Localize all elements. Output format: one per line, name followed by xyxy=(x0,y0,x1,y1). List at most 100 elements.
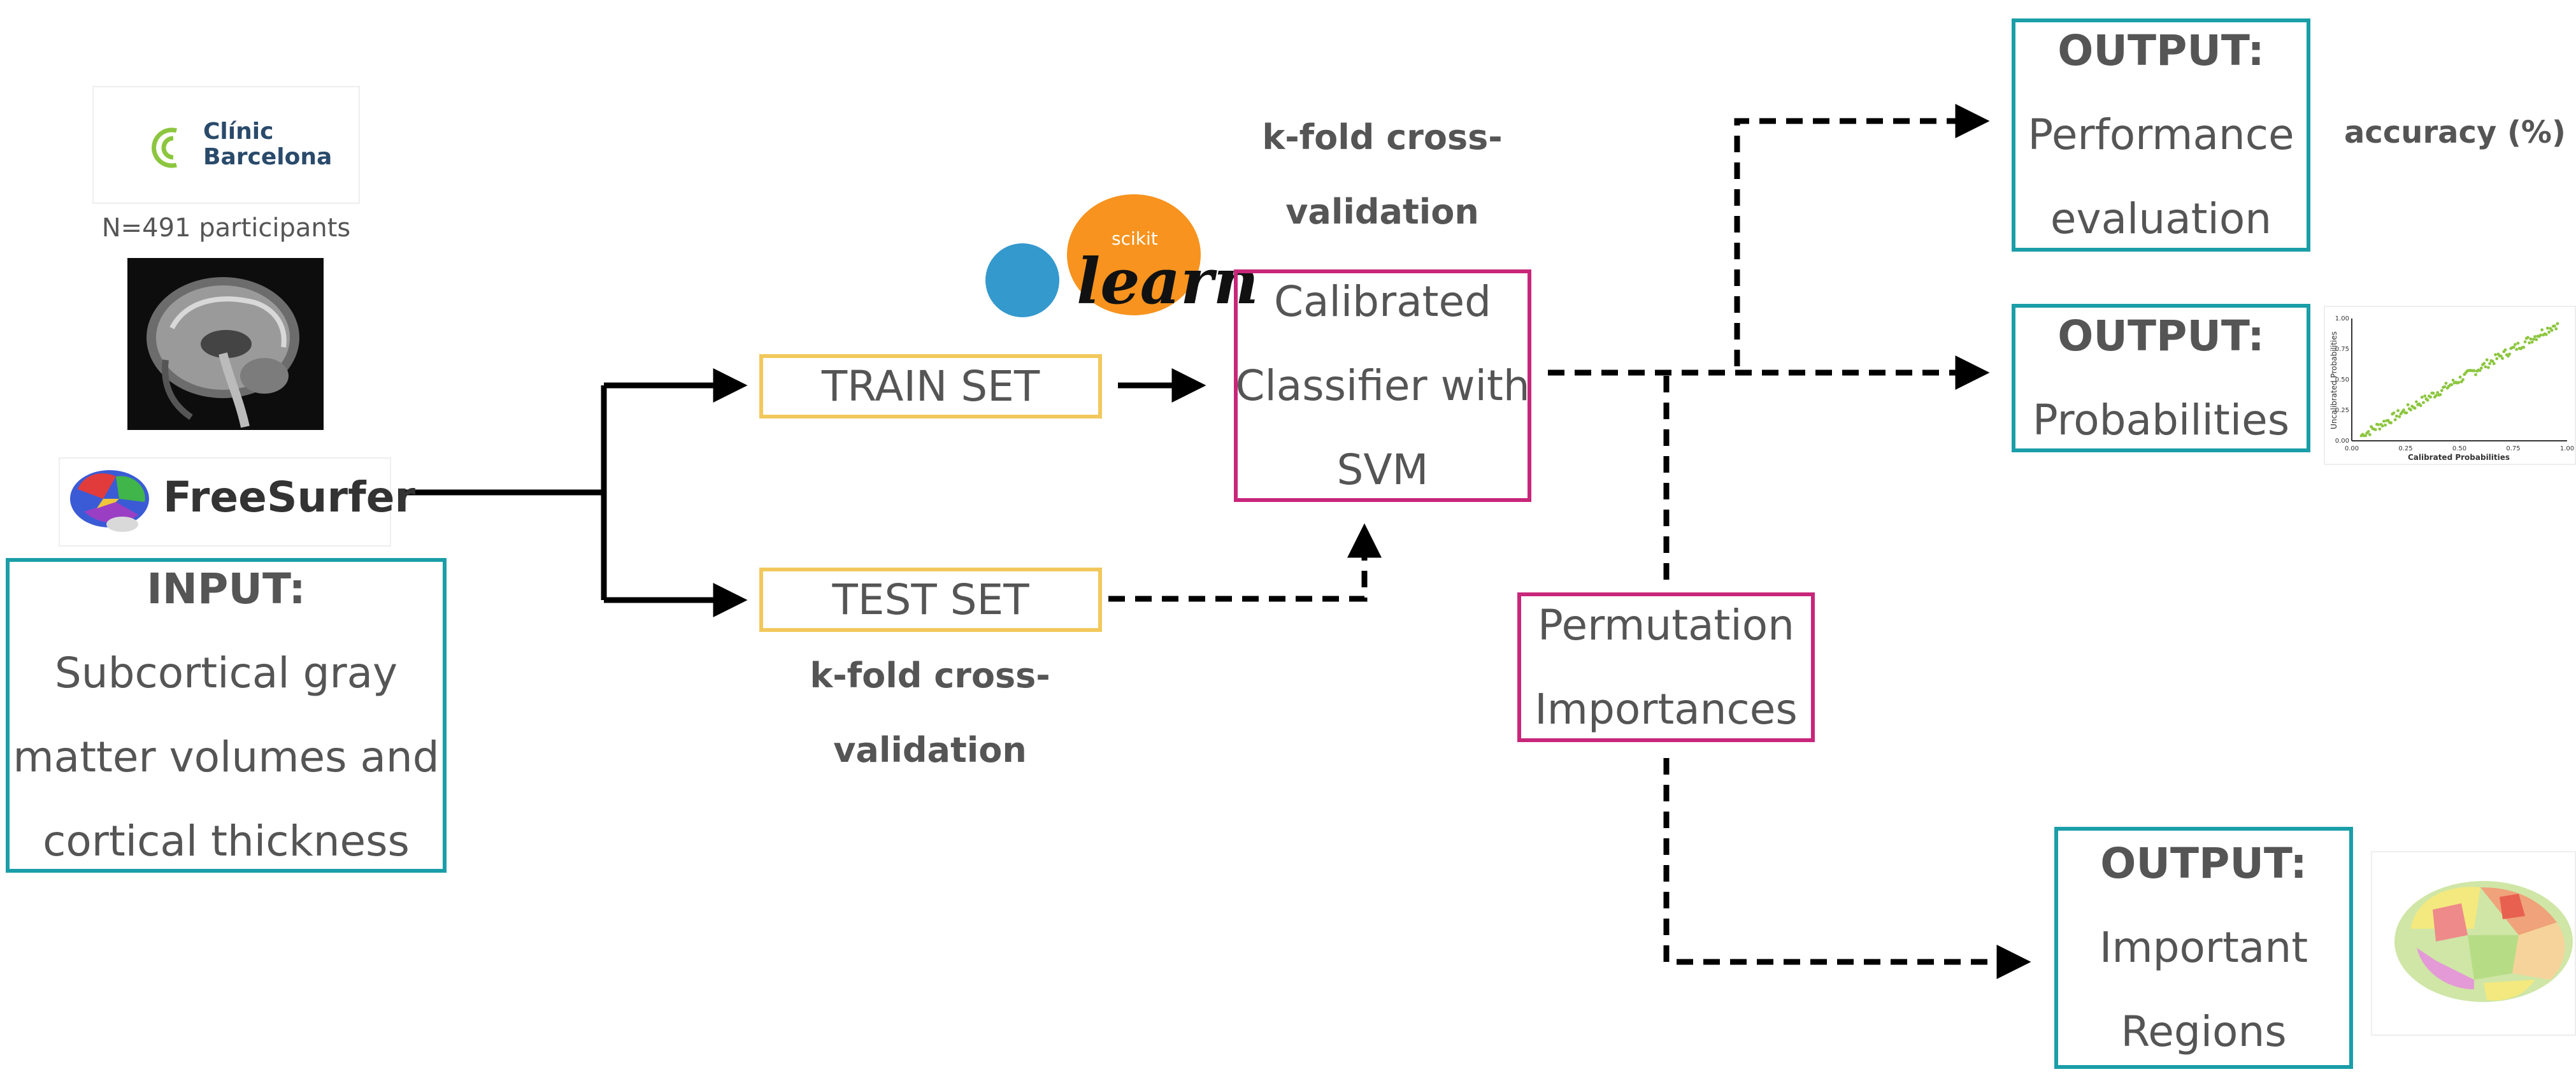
calibration-point xyxy=(2526,336,2529,340)
calibration-point xyxy=(2547,331,2551,334)
permutation-line-2: Importances xyxy=(1535,684,1798,734)
calibration-point xyxy=(2423,394,2427,398)
calibration-point xyxy=(2479,366,2483,370)
calibration-x-tick-label: 0.25 xyxy=(2398,445,2412,452)
input-heading: INPUT: xyxy=(147,564,306,613)
calibration-point xyxy=(2529,337,2533,341)
calibration-x-tick-label: 0.00 xyxy=(2345,445,2359,452)
kfold-label-bottom: k-fold cross- validation xyxy=(739,638,1121,787)
input-box: INPUT: Subcortical gray matter volumes a… xyxy=(6,558,447,873)
permutation-importances-box: Permutation Importances xyxy=(1517,592,1815,742)
train-set-box: TRAIN SET xyxy=(759,354,1102,419)
calibration-point xyxy=(2444,382,2448,385)
permutation-line-1: Permutation xyxy=(1538,600,1794,650)
calibration-point xyxy=(2501,357,2504,361)
calibration-point xyxy=(2478,369,2482,373)
calibration-point xyxy=(2435,394,2438,397)
calibration-plot: Uncalibrated Probabilities Calibrated Pr… xyxy=(2324,306,2576,465)
calibration-y-tick-label: 0.75 xyxy=(2335,346,2349,353)
kfold-top-line-1: k-fold cross- xyxy=(1262,117,1503,157)
participants-label: N=491 participants xyxy=(101,213,351,243)
calibration-point xyxy=(2402,408,2405,412)
calibration-point xyxy=(2458,375,2462,379)
calibration-point xyxy=(2364,434,2368,438)
calibration-point xyxy=(2406,403,2410,406)
calibration-y-tick-label: 0.50 xyxy=(2335,376,2349,383)
calibration-y-tick-label: 0.25 xyxy=(2335,407,2349,414)
calibration-y-tick-label: 0.00 xyxy=(2335,438,2349,445)
test-set-label: TEST SET xyxy=(832,575,1029,624)
calibration-point xyxy=(2384,423,2387,427)
clinic-logo-icon xyxy=(152,127,177,168)
freesurfer-text: FreeSurfer xyxy=(163,473,416,522)
calibration-point xyxy=(2516,341,2520,345)
calibration-point xyxy=(2474,373,2477,376)
calibration-point xyxy=(2409,408,2412,412)
calibration-point xyxy=(2494,353,2497,357)
calibration-ylabel: Uncalibrated Probabilities xyxy=(2329,331,2338,429)
calibration-point xyxy=(2396,409,2400,413)
calibration-point xyxy=(2546,326,2549,330)
calibration-point xyxy=(2528,341,2531,345)
freesurfer-logo: FreeSurfer xyxy=(59,457,415,547)
output-performance-heading: OUTPUT: xyxy=(2057,26,2265,75)
classifier-line-1: Calibrated xyxy=(1273,276,1492,326)
calibration-y-ticks: 0.000.250.500.751.00 xyxy=(2335,315,2349,445)
calibration-point xyxy=(2377,423,2380,426)
calibration-points xyxy=(2359,322,2559,438)
calibration-point xyxy=(2485,358,2489,362)
calibration-point xyxy=(2420,396,2424,399)
output-probabilities-heading: OUTPUT: xyxy=(2057,311,2265,361)
calibration-point xyxy=(2550,329,2554,332)
calibration-point xyxy=(2392,411,2396,415)
calibration-point xyxy=(2451,378,2455,382)
output-probabilities-line-1: Probabilities xyxy=(2032,395,2290,445)
arrow-to-performance xyxy=(1734,104,1990,366)
output-performance-box: OUTPUT: Performance evaluation xyxy=(2012,18,2310,252)
output-regions-heading: OUTPUT: xyxy=(2100,839,2307,888)
calibration-point xyxy=(2429,395,2432,399)
calibration-point xyxy=(2373,427,2377,431)
calibration-x-tick-label: 0.75 xyxy=(2506,445,2520,452)
output-performance-line-2: evaluation xyxy=(2050,194,2272,243)
calibration-point xyxy=(2492,362,2496,366)
calibration-point xyxy=(2450,383,2454,387)
calibration-point xyxy=(2366,430,2370,433)
calibration-point xyxy=(2530,340,2534,344)
calibration-point xyxy=(2426,398,2429,402)
arrow-to-important-regions xyxy=(1663,758,2031,979)
calibration-point xyxy=(2438,393,2442,396)
classifier-line-2: Classifier with xyxy=(1235,361,1530,410)
calibration-point xyxy=(2398,415,2401,419)
input-line-3: cortical thickness xyxy=(43,817,410,866)
output-probabilities-box: OUTPUT: Probabilities xyxy=(2012,304,2310,452)
kfold-bottom-line-2: validation xyxy=(833,730,1027,770)
calibration-point xyxy=(2415,400,2418,404)
scikit-learn-text: learn xyxy=(1077,245,1259,319)
calibration-point xyxy=(2553,324,2556,328)
calibration-point xyxy=(2491,359,2494,363)
scikit-learn-logo: scikit learn xyxy=(981,191,1259,325)
calibration-point xyxy=(2393,418,2397,422)
calibration-point xyxy=(2378,427,2382,431)
accuracy-note: accuracy (%) xyxy=(2344,115,2566,150)
mri-brain-image xyxy=(127,258,324,430)
clinic-logo-text-1: Clínic xyxy=(203,118,274,145)
calibration-point xyxy=(2405,411,2408,415)
calibration-point xyxy=(2431,391,2435,395)
calibration-point xyxy=(2544,333,2548,336)
brain-regions-image xyxy=(2371,851,2576,1036)
calibration-point xyxy=(2503,348,2507,352)
calibration-point xyxy=(2422,401,2425,405)
test-set-box: TEST SET xyxy=(759,568,1102,632)
calibration-point xyxy=(2482,362,2486,365)
calibration-point xyxy=(2436,390,2440,394)
calibration-point xyxy=(2484,365,2487,369)
calibration-point xyxy=(2508,352,2512,356)
output-regions-line-2: Regions xyxy=(2121,1007,2287,1056)
calibration-point xyxy=(2440,389,2444,392)
calibration-point xyxy=(2514,343,2517,347)
scikit-small-text: scikit xyxy=(1112,228,1158,249)
kfold-label-top: k-fold cross- validation xyxy=(1191,100,1573,249)
